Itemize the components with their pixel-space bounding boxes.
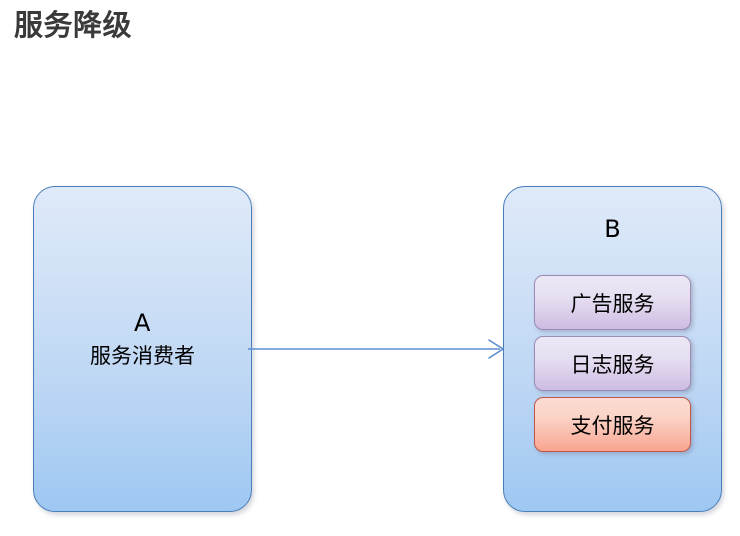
- node-a-text-block: A 服务消费者: [34, 307, 251, 371]
- service-chip-payment-label: 支付服务: [570, 413, 655, 438]
- service-chip-log-label: 日志服务: [570, 352, 655, 377]
- service-chip-ad[interactable]: 广告服务: [534, 275, 691, 330]
- node-service-provider[interactable]: B 广告服务 日志服务 支付服务: [503, 186, 722, 512]
- node-service-consumer[interactable]: A 服务消费者: [33, 186, 252, 512]
- node-a-subtitle: 服务消费者: [90, 344, 195, 369]
- service-chip-payment[interactable]: 支付服务: [534, 397, 691, 452]
- connector-arrow-a-to-b: [248, 339, 505, 359]
- service-chip-ad-label: 广告服务: [570, 291, 655, 316]
- node-a-title: A: [134, 309, 151, 337]
- service-chip-log[interactable]: 日志服务: [534, 336, 691, 391]
- service-list: 广告服务 日志服务 支付服务: [534, 275, 691, 452]
- node-b-title: B: [604, 215, 621, 243]
- page-title: 服务降级: [14, 8, 133, 42]
